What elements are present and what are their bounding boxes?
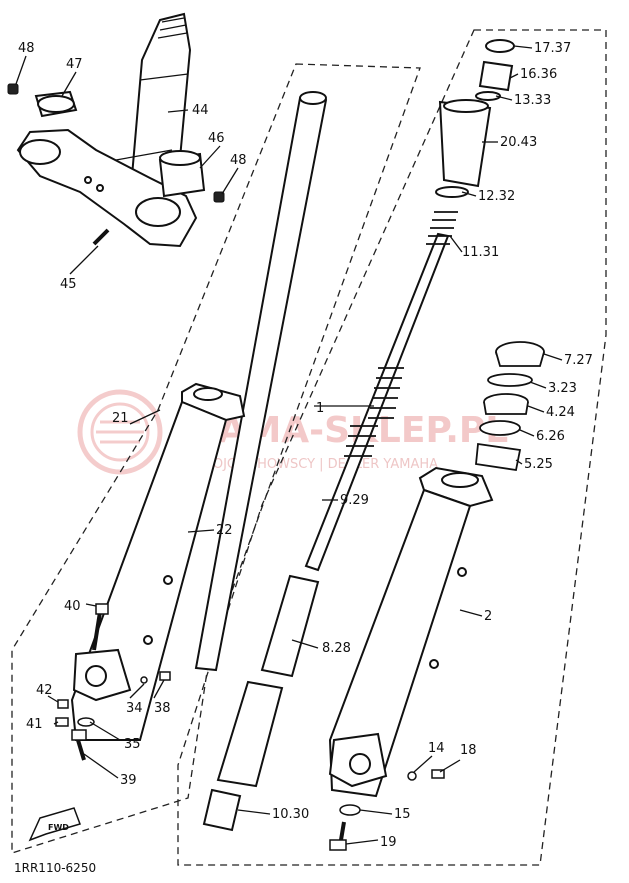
callout-4-24: 4.24 [546,405,575,420]
callout-48: 48 [230,153,247,168]
callout-7-27: 7.27 [564,353,593,368]
fwd-arrow-icon: FWD [28,807,81,842]
seals-right [475,341,545,472]
callout-48-top: 48 [18,41,35,56]
callout-41: 41 [26,717,43,732]
callout-38: 38 [154,701,171,716]
callout-13-33: 13.33 [514,93,551,108]
callout-21: 21 [112,411,129,426]
callout-12-32: 12.32 [478,189,515,204]
callout-44: 44 [192,103,209,118]
callout-3-23: 3.23 [548,381,577,396]
callout-20-43: 20.43 [500,135,537,150]
watermark: YAMA-SKLEP.PL WOJCIECHOWSCY | DEALER YAM… [77,389,508,475]
bolts-right [329,769,445,851]
callout-39: 39 [120,773,137,788]
callout-18: 18 [460,743,477,758]
callout-22: 22 [216,523,233,538]
callout-9-29: 9.29 [340,493,369,508]
callout-1: 1 [316,401,324,416]
axle-holder-right [328,732,388,788]
callout-40: 40 [64,599,81,614]
bolts-left [55,603,171,761]
callout-6-26: 6.26 [536,429,565,444]
svg-text:FWD: FWD [48,823,69,832]
leader-lines [15,45,563,845]
callout-35: 35 [124,737,141,752]
callout-17-37: 17.37 [534,41,571,56]
callout-34: 34 [126,701,143,716]
callout-11-31: 11.31 [462,245,499,260]
callout-5-25: 5.25 [524,457,553,472]
diagram-code: 1RR110-6250 [14,861,96,875]
callout-47: 47 [66,57,83,72]
callout-10-30: 10.30 [272,807,309,822]
bolts-top [7,83,225,246]
callout-15: 15 [394,807,411,822]
callout-16-36: 16.36 [520,67,557,82]
callout-42: 42 [36,683,53,698]
clamp-46 [158,150,206,198]
clamp-47 [34,90,78,118]
inner-tube-left [194,91,328,672]
callout-45: 45 [60,277,77,292]
spacer-and-tubes [202,39,515,832]
callout-14: 14 [428,741,445,756]
callout-2: 2 [484,609,492,624]
callout-46: 46 [208,131,225,146]
watermark-subtitle: WOJCIECHOWSCY | DEALER YAMAHA [200,457,438,472]
callout-19: 19 [380,835,397,850]
spring-upper [344,211,458,457]
assembly-outline-left [11,63,421,854]
axle-holder-left [72,648,132,702]
under-bracket [16,128,198,248]
callout-8-28: 8.28 [322,641,351,656]
assembly-outline-right [177,29,607,866]
callout-labels: 48 47 44 46 48 45 21 22 40 42 41 34 38 3… [18,41,593,850]
outer-tube-right [328,466,494,798]
